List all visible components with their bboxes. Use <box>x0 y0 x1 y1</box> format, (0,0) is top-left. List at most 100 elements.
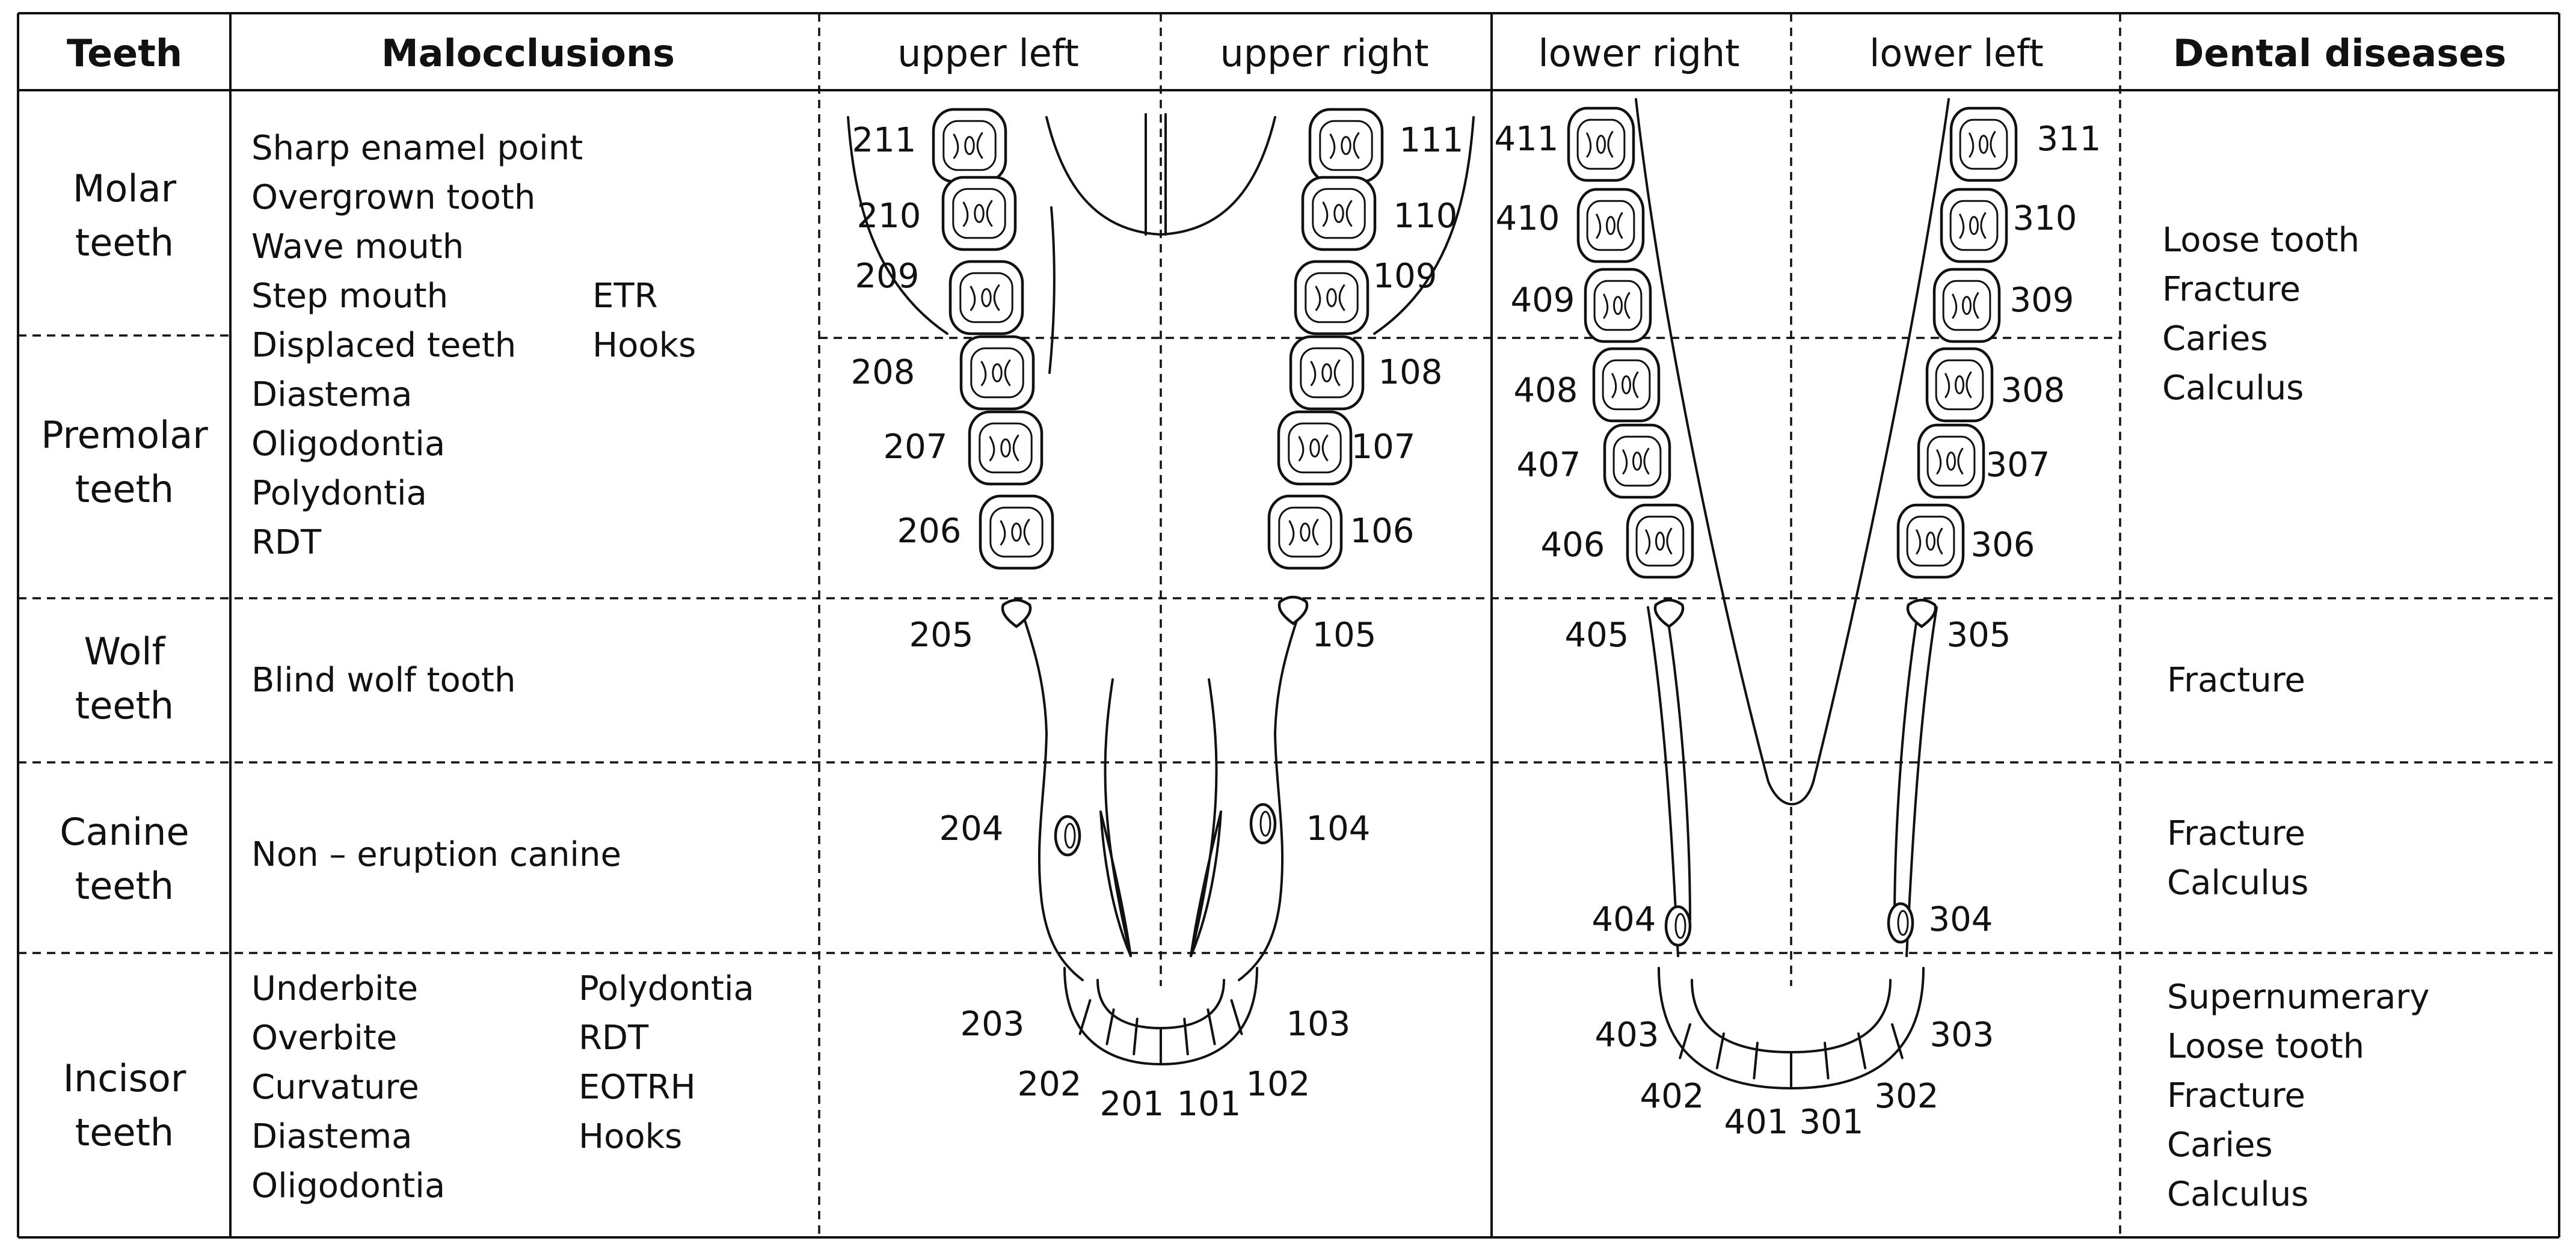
cheek-tooth <box>1567 106 1635 182</box>
header-lower-right: lower right <box>1539 31 1740 75</box>
cheek-tooth <box>1940 188 2008 263</box>
incisor-arcade-upper <box>1063 967 1258 1065</box>
tooth-number: 208 <box>851 353 915 392</box>
cheek-tooth <box>1949 106 2018 182</box>
incisor-malocclusions-list: Underbite Overbite Curvature Diastema Ol… <box>251 969 754 1206</box>
malocclusion-item: RDT <box>251 523 322 562</box>
palate-fold <box>1048 206 1056 374</box>
tooth-number: 305 <box>1947 616 2011 655</box>
row-labels: Molar teeth Premolar teeth Wolf teeth Ca… <box>41 167 208 1154</box>
malocclusion-item: ETR <box>592 277 658 316</box>
tooth-number: 102 <box>1246 1065 1311 1104</box>
row-label-wolf-line2: teeth <box>75 684 174 728</box>
cheek-tooth <box>1917 423 1985 499</box>
tooth-number: 409 <box>1511 281 1575 320</box>
tooth-number: 310 <box>2013 199 2077 238</box>
row-label-premolar-line2: teeth <box>75 467 174 511</box>
cheek-tooth <box>948 260 1024 335</box>
soft-palate-arc <box>1045 116 1276 236</box>
header-upper-right: upper right <box>1220 31 1428 75</box>
disease-item: Supernumerary <box>2167 978 2430 1017</box>
tooth-number: 108 <box>1379 353 1443 392</box>
cheek-tooth <box>1267 494 1343 570</box>
cheek-tooth <box>1592 347 1661 423</box>
molar-premolar-malocclusions-list: Sharp enamel point Overgrown tooth Wave … <box>251 129 696 562</box>
header-upper-left: upper left <box>897 31 1079 75</box>
wolf-tooth <box>1653 598 1685 628</box>
header-lower-left: lower left <box>1869 31 2044 75</box>
malocclusion-item: Oligodontia <box>251 1166 445 1206</box>
upper-palate-left-contour <box>847 116 948 335</box>
disease-item: Caries <box>2162 319 2268 358</box>
tooth-number: 302 <box>1875 1077 1939 1116</box>
tooth-number: 207 <box>884 427 948 467</box>
tooth-number: 401 <box>1724 1103 1789 1142</box>
tooth-number: 411 <box>1495 120 1559 159</box>
cheek-tooth <box>968 410 1044 486</box>
disease-item: Fracture <box>2167 1076 2305 1115</box>
tooth-number: 306 <box>1971 525 2035 565</box>
cheek-tooth <box>1932 268 2001 343</box>
tooth-number: 206 <box>897 512 962 551</box>
cheek-tooth <box>1925 347 1994 423</box>
tooth-number: 203 <box>961 1005 1025 1044</box>
tooth-number: 307 <box>1986 446 2050 485</box>
incisive-fold-left <box>1104 678 1132 957</box>
tooth-number: 107 <box>1351 427 1416 467</box>
cheek-tooth <box>1576 188 1645 263</box>
tooth-number: 403 <box>1595 1016 1659 1055</box>
row-label-molar-line2: teeth <box>75 221 174 265</box>
lower-jaw-left-contour <box>1665 606 1691 921</box>
tooth-number: 204 <box>939 809 1004 848</box>
malocclusion-item: Wave mouth <box>251 227 464 266</box>
tooth-number: 106 <box>1350 512 1415 551</box>
malocclusion-item: Displaced teeth <box>251 326 516 365</box>
malocclusion-item: Step mouth <box>251 277 448 316</box>
upper-palate-right-contour <box>1373 116 1475 335</box>
row-label-incisor-line1: Incisor <box>63 1056 186 1100</box>
malocclusion-item: RDT <box>579 1019 649 1058</box>
incisive-fold-right <box>1190 810 1222 957</box>
cheek-tooth <box>932 108 1007 183</box>
tooth-number: 402 <box>1640 1077 1705 1116</box>
malocclusion-item: Underbite <box>251 969 418 1008</box>
cheek-tooth <box>1301 176 1377 251</box>
disease-item: Loose tooth <box>2167 1027 2364 1066</box>
table-grid <box>17 12 2560 1239</box>
row-label-incisor-line2: teeth <box>75 1111 174 1154</box>
wolf-tooth <box>1001 598 1032 628</box>
malocclusion-item: Diastema <box>251 1117 412 1156</box>
tooth-number: 104 <box>1306 809 1371 848</box>
cheek-tooth <box>1277 410 1353 486</box>
disease-item: Calculus <box>2162 369 2304 408</box>
malocclusion-item: Overgrown tooth <box>251 178 535 217</box>
lower-jaw-inner-contour <box>1635 98 1950 806</box>
tooth-number: 202 <box>1018 1065 1082 1104</box>
cheek-tooth <box>941 176 1017 251</box>
tooth-number: 303 <box>1930 1016 1994 1055</box>
row-label-wolf-line1: Wolf <box>84 630 167 673</box>
row-label-canine-line1: Canine <box>60 810 189 854</box>
canine-tooth <box>1887 902 1914 944</box>
disease-item: Loose tooth <box>2162 221 2359 260</box>
malocclusion-item: Diastema <box>251 375 412 414</box>
malocclusion-item: Hooks <box>579 1117 682 1156</box>
incisive-fold-left <box>1099 810 1132 957</box>
header-malocclusions: Malocclusions <box>381 31 675 75</box>
row-label-premolar-line1: Premolar <box>41 413 208 457</box>
malocclusions-column: Sharp enamel point Overgrown tooth Wave … <box>251 129 754 1206</box>
disease-item: Calculus <box>2167 863 2308 902</box>
disease-item: Calculus <box>2167 1175 2308 1214</box>
malocclusion-item: Hooks <box>592 326 696 365</box>
cheek-tooth <box>1308 108 1384 183</box>
malocclusion-item: EOTRH <box>579 1068 696 1107</box>
row-label-molar-line1: Molar <box>73 167 177 210</box>
tooth-number: 110 <box>1394 197 1458 236</box>
disease-item: Fracture <box>2167 661 2305 700</box>
cheek-tooth <box>1896 503 1965 579</box>
tooth-number: 308 <box>2001 371 2065 410</box>
lower-jaw-right-contour <box>1893 606 1920 921</box>
cheek-tooth <box>1289 335 1365 411</box>
canine-tooth <box>1054 815 1081 857</box>
table-header: Teeth Malocclusions upper left upper rig… <box>67 31 2506 75</box>
